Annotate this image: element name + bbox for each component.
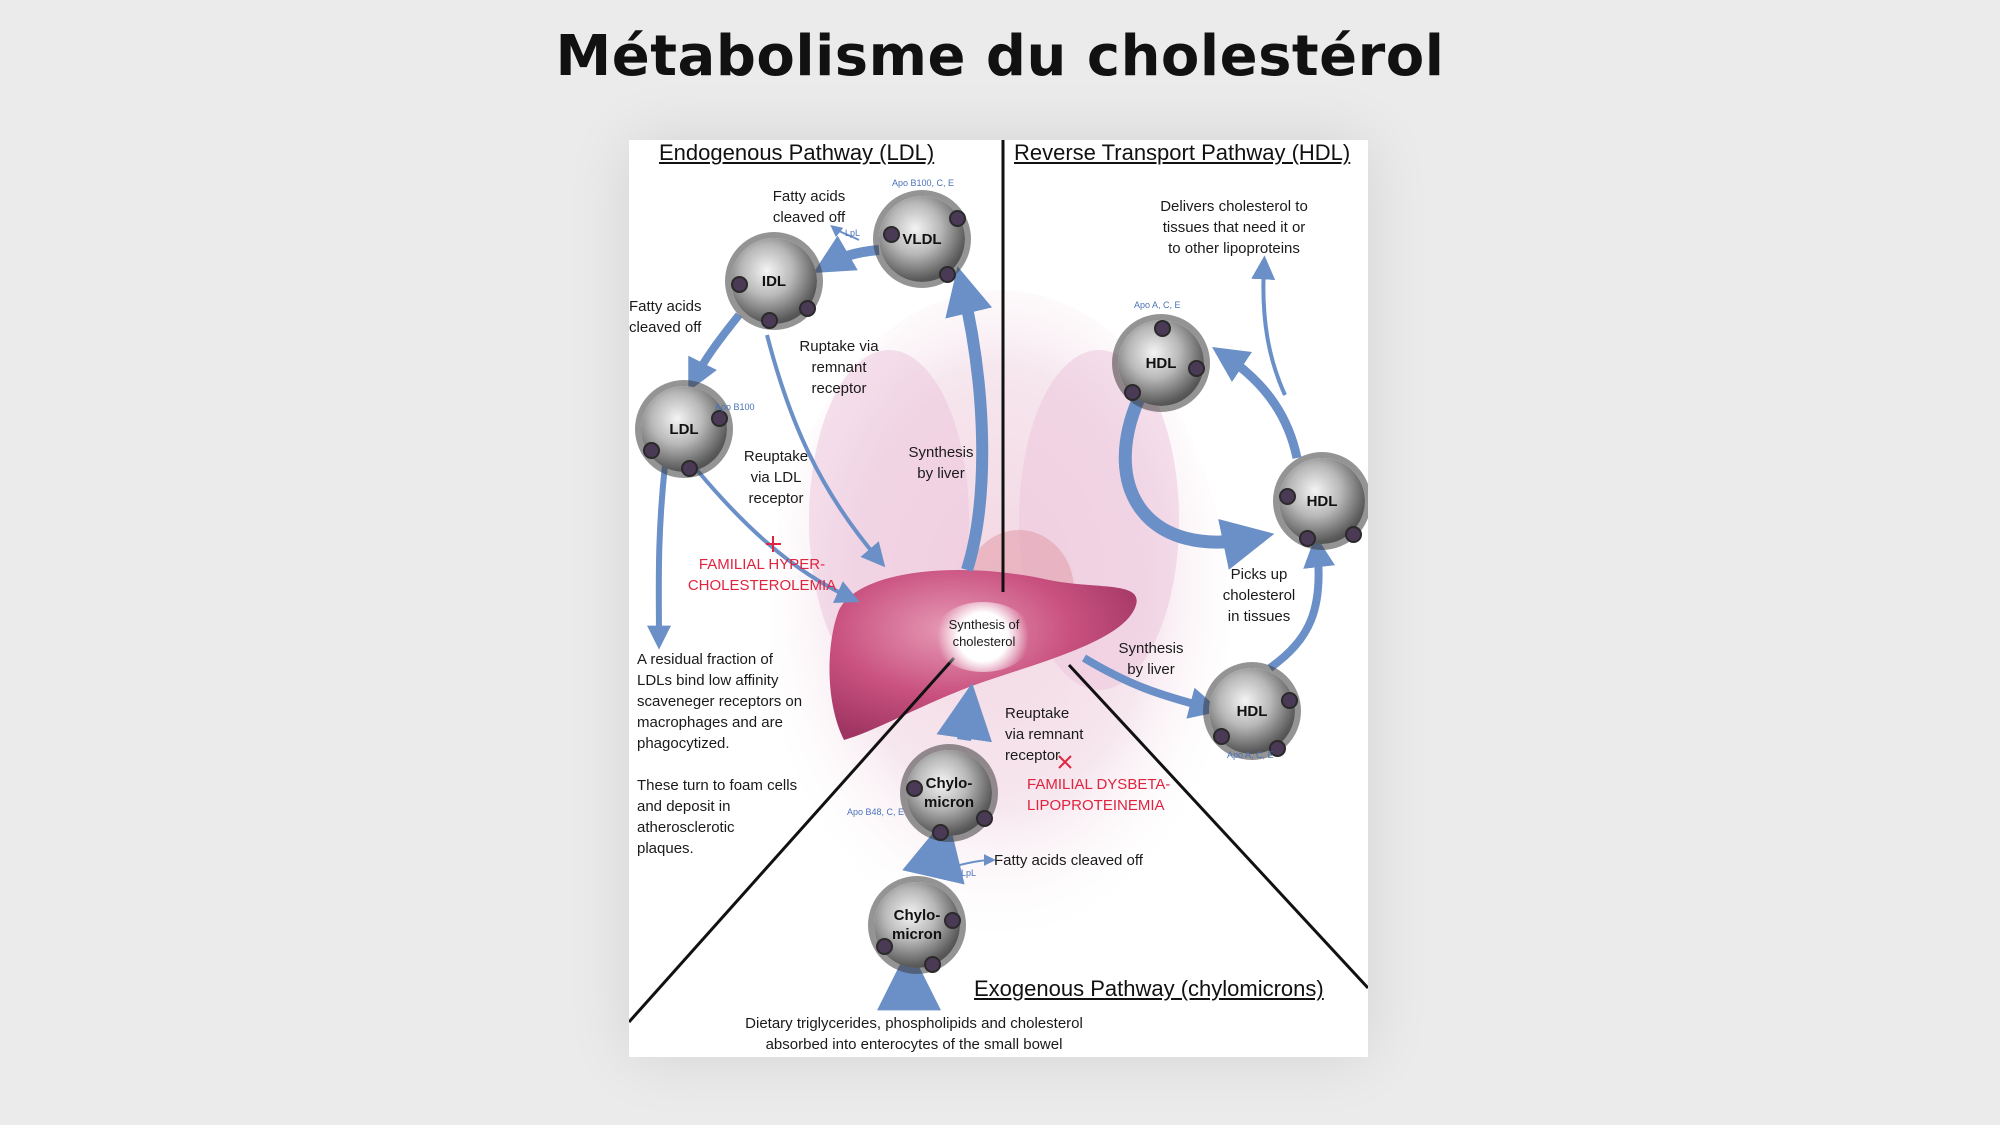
lpl-label-chylomicron: LpL [961, 868, 977, 878]
label-synthesis-by-liver-right: Synthesis by liver [1118, 640, 1184, 678]
particle-idl: IDL [731, 238, 817, 329]
particle-hdl-mid: HDL [1279, 458, 1365, 547]
arrow-lpl-chylo [948, 854, 996, 869]
arrow-idl-to-liver [765, 334, 886, 568]
arrow-chylo-lower-to-upper [902, 815, 965, 885]
particle-ldl: LDL [641, 386, 728, 477]
arrow-hdl-top-to-mid [1118, 395, 1275, 570]
particle-vldl-label: VLDL [902, 230, 942, 248]
label-picks-up-cholesterol: Picks up cholesterol in tissues [1222, 566, 1296, 625]
block-mark-fh [766, 536, 781, 552]
block-mark-fd [1058, 755, 1072, 769]
label-fatty-acids-chylomicron: Fatty acids cleaved off [994, 852, 1143, 869]
arrow-ldl-to-macrophage [646, 464, 671, 650]
arrow-synthesis-to-vldl [945, 266, 993, 572]
label-delivers-cholesterol: Delivers cholesterol to tissues that nee… [1160, 198, 1308, 257]
section-title-reverse: Reverse Transport Pathway (HDL) [1014, 140, 1351, 165]
particle-chylomicron-upper: Chylo- micron [906, 750, 993, 841]
label-synthesis-by-liver-left: Synthesis by liver [908, 444, 974, 482]
arrow-liver-to-hdl-bottom [1081, 654, 1222, 719]
apo-label-ldl: Apo B100 [715, 402, 755, 412]
arrow-chylo-upper-to-liver [936, 682, 992, 743]
label-ruptake-remnant: Ruptake via remnant receptor [799, 338, 879, 397]
arrow-idl-to-ldl [688, 312, 743, 392]
divider-left [629, 657, 956, 1023]
disease-familial-hypercholesterolemia: FAMILIAL HYPER- CHOLESTEROLEMIA [687, 556, 837, 594]
cholesterol-metabolism-diagram: Endogenous Pathway (LDL) Reverse Transpo… [629, 140, 1368, 1057]
slide-title: Métabolisme du cholestérol [555, 24, 1445, 89]
particle-chylomicron-upper-label: Chylo- micron [923, 775, 974, 811]
apo-label-chylomicron: Apo B48, C, E [847, 807, 905, 817]
particle-hdl-top-label: HDL [1145, 354, 1177, 372]
arrow-hdl-mid-to-top [1212, 347, 1302, 459]
label-reuptake-ldl-receptor: Reuptake via LDL receptor [743, 448, 809, 507]
particle-vldl: VLDL [879, 196, 966, 283]
arrow-vldl-to-idl [813, 235, 880, 274]
arrow-hdl-mid-to-tissues [1251, 255, 1287, 396]
label-synthesis-of-cholesterol: Synthesis of cholesterol [948, 617, 1020, 649]
label-dietary-absorption: Dietary triglycerides, phospholipids and… [745, 1015, 1083, 1053]
divider-right [1067, 663, 1368, 990]
disease-familial-dysbetalipoproteinemia: FAMILIAL DYSBETA- LIPOPROTEINEMIA [1027, 776, 1171, 814]
apo-label-hdl-top: Apo A, C, E [1134, 300, 1181, 310]
synthesis-glow [933, 602, 1033, 672]
particle-hdl-bottom-label: HDL [1236, 702, 1268, 720]
particle-idl-label: IDL [761, 272, 787, 290]
label-residual-fraction: A residual fraction of LDLs bind low aff… [637, 651, 803, 857]
apo-label-vldl: Apo B100, C, E [892, 178, 955, 188]
label-reuptake-remnant-receptor: Reuptake via remnant receptor [1005, 705, 1084, 764]
particle-ldl-label: LDL [669, 420, 699, 438]
label-fatty-acids-vldl: Fatty acids cleaved off [772, 188, 846, 226]
particle-chylomicron-lower: Chylo- micron [874, 882, 961, 973]
particle-hdl-mid-label: HDL [1306, 492, 1338, 510]
particle-chylomicron-lower-label: Chylo- micron [891, 907, 942, 943]
apo-label-hdl-bottom: Apo A, C, E [1227, 750, 1274, 760]
section-title-exogenous: Exogenous Pathway (chylomicrons) [974, 976, 1324, 1001]
particle-hdl-bottom: HDL [1209, 668, 1298, 757]
arrow-lpl-vldl [830, 225, 860, 241]
particle-hdl-top: HDL [1118, 320, 1205, 406]
diagram-graphics [629, 140, 1368, 1023]
lpl-label-vldl: LpL [845, 228, 861, 238]
arrow-ldl-to-liver [695, 468, 860, 604]
arrow-hdl-bottom-to-mid [1267, 535, 1336, 672]
label-fatty-acids-idl: Fatty acids cleaved off [629, 298, 702, 336]
section-title-endogenous: Endogenous Pathway (LDL) [659, 140, 935, 165]
